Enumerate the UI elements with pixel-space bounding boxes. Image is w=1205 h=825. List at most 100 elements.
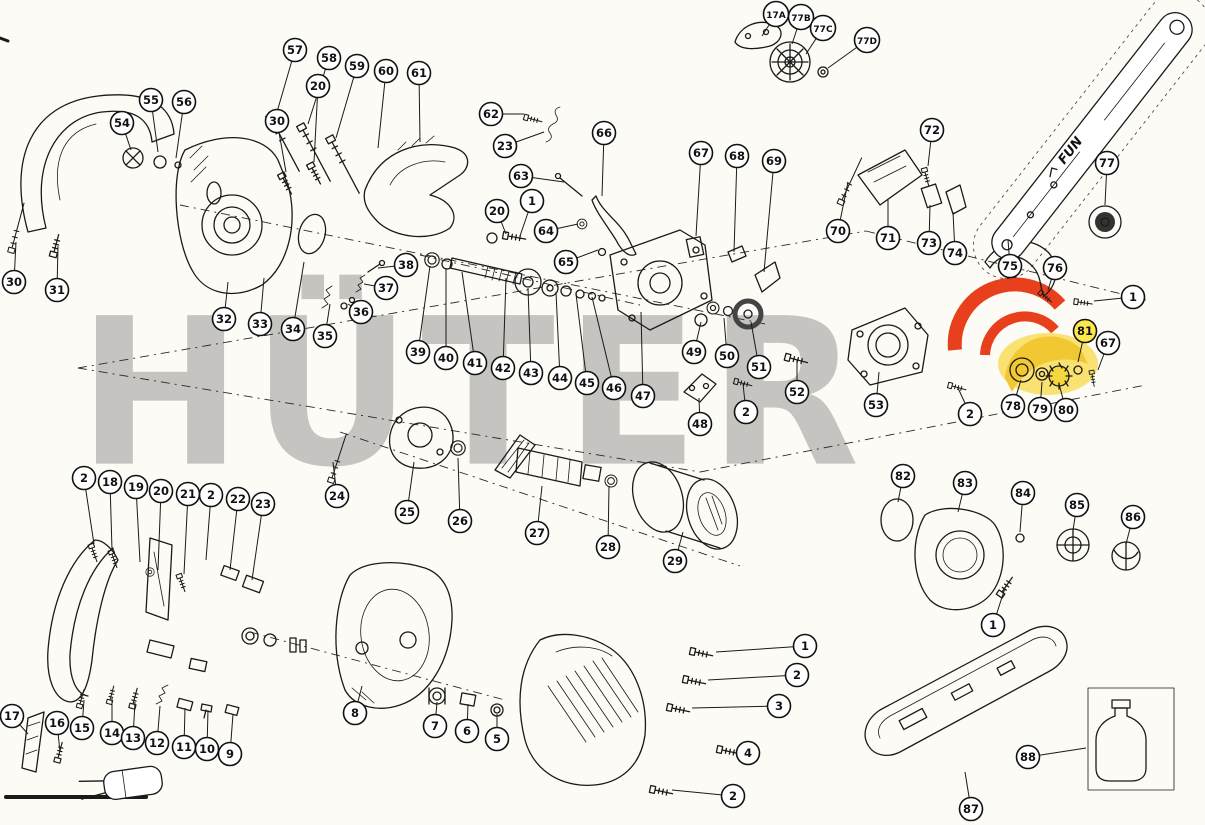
callout-66: 66 <box>591 120 617 197</box>
front-handle-parts <box>47 537 265 764</box>
callout-68: 68 <box>724 143 750 253</box>
callout-37: 37 <box>363 275 399 301</box>
callout-2: 2 <box>707 662 810 688</box>
callout-73: 73 <box>916 204 942 256</box>
callout-48: 48 <box>687 397 713 437</box>
svg-text:73: 73 <box>921 236 937 250</box>
svg-text:40: 40 <box>438 351 454 365</box>
svg-text:31: 31 <box>49 283 65 297</box>
svg-text:2: 2 <box>80 471 88 485</box>
svg-text:28: 28 <box>600 540 616 554</box>
svg-text:5: 5 <box>493 732 501 746</box>
svg-text:1: 1 <box>528 194 536 208</box>
callout-82: 82 <box>890 463 916 503</box>
svg-text:62: 62 <box>483 107 499 121</box>
svg-text:61: 61 <box>411 66 427 80</box>
svg-text:55: 55 <box>143 93 159 107</box>
svg-text:33: 33 <box>252 317 268 331</box>
svg-text:15: 15 <box>74 721 90 735</box>
svg-text:74: 74 <box>947 246 963 260</box>
svg-text:81: 81 <box>1077 324 1093 338</box>
callout-12: 12 <box>144 705 170 756</box>
svg-text:1: 1 <box>1129 290 1137 304</box>
left-motor-housing <box>175 137 386 310</box>
callout-69: 69 <box>761 148 787 273</box>
fan-cover <box>519 633 647 786</box>
svg-text:66: 66 <box>596 126 612 140</box>
callout-61: 61 <box>406 60 432 143</box>
oil-bottle <box>1087 687 1175 791</box>
svg-text:54: 54 <box>114 116 130 130</box>
svg-text:70: 70 <box>830 224 846 238</box>
svg-text:2: 2 <box>207 488 215 502</box>
callout-63: 63 <box>508 163 565 189</box>
callout-13: 13 <box>120 701 146 751</box>
sprocket-wheel-cluster <box>734 21 829 83</box>
rear-handle <box>20 94 182 233</box>
svg-text:63: 63 <box>513 169 529 183</box>
left-edge-screws <box>0 36 63 259</box>
callout-21: 21 <box>175 481 201 575</box>
svg-text:2: 2 <box>742 405 750 419</box>
callout-26: 26 <box>447 457 473 534</box>
svg-text:20: 20 <box>310 79 326 93</box>
svg-text:13: 13 <box>125 731 141 745</box>
svg-text:38: 38 <box>398 258 414 272</box>
svg-text:4: 4 <box>744 746 752 760</box>
svg-text:11: 11 <box>176 740 192 754</box>
svg-text:65: 65 <box>558 255 574 269</box>
callout-9: 9 <box>217 713 243 767</box>
callout-78: 78 <box>1000 379 1026 419</box>
callout-40: 40 <box>433 268 459 371</box>
svg-text:77D: 77D <box>857 37 877 47</box>
callout-88: 88 <box>1015 744 1087 770</box>
callout-8: 8 <box>342 685 368 726</box>
svg-text:22: 22 <box>230 492 246 506</box>
motor-housing-half <box>241 562 504 717</box>
callout-67: 67 <box>1095 330 1121 371</box>
callout-32: 32 <box>211 281 237 332</box>
oiler-lever-parts <box>522 106 637 257</box>
assembly-screws <box>648 574 1016 798</box>
top-handle-bracket <box>363 135 498 244</box>
callout-23: 23 <box>250 491 276 581</box>
callout-2: 2 <box>198 482 224 561</box>
callout-18: 18 <box>97 469 123 551</box>
callout-22: 22 <box>225 486 251 571</box>
svg-text:45: 45 <box>579 376 595 390</box>
svg-text:77B: 77B <box>791 14 811 24</box>
callout-49: 49 <box>681 321 707 365</box>
svg-text:50: 50 <box>719 349 735 363</box>
svg-text:34: 34 <box>285 322 301 336</box>
svg-text:6: 6 <box>463 724 471 738</box>
callout-34: 34 <box>280 261 306 342</box>
clutch-drum-washers <box>706 298 764 330</box>
svg-text:44: 44 <box>552 371 568 385</box>
guide-bar-and-chain: FUN <box>973 0 1205 279</box>
svg-text:48: 48 <box>692 417 708 431</box>
svg-text:8: 8 <box>351 706 359 720</box>
svg-text:58: 58 <box>321 51 337 65</box>
svg-text:17: 17 <box>4 709 20 723</box>
svg-text:69: 69 <box>766 154 782 168</box>
svg-text:84: 84 <box>1015 486 1031 500</box>
svg-text:49: 49 <box>686 345 702 359</box>
callout-2: 2 <box>733 383 759 425</box>
callout-59: 59 <box>335 53 370 139</box>
svg-text:59: 59 <box>349 59 365 73</box>
svg-text:20: 20 <box>489 204 505 218</box>
svg-text:56: 56 <box>176 95 192 109</box>
oil-pump-parts <box>683 298 1098 403</box>
svg-text:41: 41 <box>467 356 483 370</box>
callout-36: 36 <box>347 299 374 325</box>
callout-1: 1 <box>519 188 545 237</box>
callout-77: 77 <box>1094 150 1120 206</box>
svg-text:29: 29 <box>667 554 683 568</box>
svg-text:18: 18 <box>102 475 118 489</box>
crankcase <box>609 229 781 331</box>
callout-30: 30 <box>1 241 27 295</box>
callout-6: 6 <box>454 703 480 744</box>
callout-85: 85 <box>1064 492 1090 531</box>
